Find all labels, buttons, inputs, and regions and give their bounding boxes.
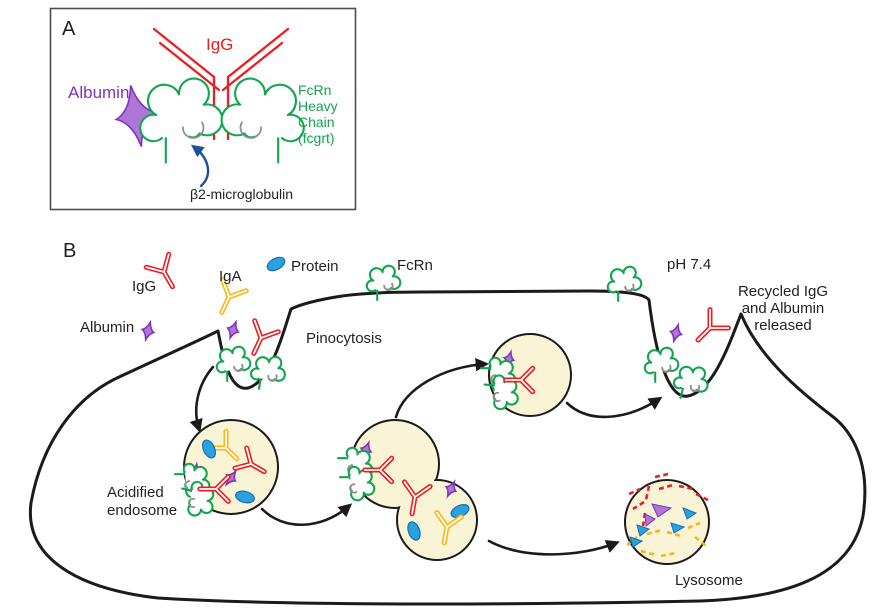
fcrn-label: FcRn <box>397 257 433 274</box>
acidified-endosome <box>173 419 279 521</box>
degraded-protein-fragments <box>629 507 698 548</box>
recycling-vesicle <box>479 333 572 417</box>
recycled-released-label: Recycled IgG and Albumin released <box>738 283 828 334</box>
igg-antibody-icon <box>689 310 729 350</box>
arrow-recycling-to-release <box>565 396 663 419</box>
svg-text:endosome: endosome <box>107 502 177 519</box>
albumin-label: Albumin <box>80 319 134 336</box>
panel-a-igg-label: IgG <box>206 35 233 54</box>
fcrn-receptor-icon <box>606 265 643 303</box>
lysosome-label: Lysosome <box>675 572 743 589</box>
panel-b-label: B <box>63 240 76 262</box>
lysosome-body <box>624 479 710 565</box>
panel-b: B IgG IgA Protein Albumin Pinocytosis Fc… <box>28 240 867 606</box>
degraded-albumin-fragments <box>644 503 673 527</box>
svg-text:(fcgrt): (fcgrt) <box>298 130 335 146</box>
beta2-microglobulin-label: β2-microglobulin <box>190 186 293 202</box>
svg-text:Acidified: Acidified <box>107 484 164 501</box>
panel-a-albumin-label: Albumin <box>68 83 129 102</box>
degraded-iga-fragments <box>626 521 707 558</box>
arrow-pit-to-endosome <box>189 365 215 433</box>
fcrn-receptor-icon <box>215 345 252 383</box>
ph-label: pH 7.4 <box>667 256 711 273</box>
panel-a-label: A <box>62 18 76 40</box>
albumin-diamond-icon <box>224 319 242 341</box>
pinocytosis-label: Pinocytosis <box>306 330 382 347</box>
svg-text:FcRn: FcRn <box>298 82 331 98</box>
protein-oval-icon <box>264 254 288 274</box>
svg-text:Recycled IgG: Recycled IgG <box>738 283 828 300</box>
fcrn-receptor-clover-icon <box>222 79 304 163</box>
beta2-pointer-arrow <box>190 144 210 188</box>
svg-text:released: released <box>754 317 812 334</box>
svg-text:and Albumin: and Albumin <box>742 300 825 317</box>
svg-text:Chain: Chain <box>298 114 335 130</box>
fcrn-receptor-icon <box>365 264 402 302</box>
degraded-igg-fragments <box>628 472 709 527</box>
albumin-diamond-icon <box>139 320 157 342</box>
fcrn-receptor-icon <box>247 352 289 394</box>
pinocytosis-pit <box>215 319 289 394</box>
cell-membrane <box>28 289 867 606</box>
iga-label: IgA <box>219 268 242 285</box>
panel-a-border <box>49 7 357 211</box>
acidified-endosome-label: Acidified endosome <box>107 484 177 519</box>
fcrn-receptor-clover-icon <box>140 79 222 163</box>
arrow-sorting-to-recycling <box>394 357 490 419</box>
igg-antibody-icon <box>242 321 278 359</box>
fcrn-heavy-chain-label: FcRn Heavy Chain (fcgrt) <box>298 82 338 146</box>
igg-label: IgG <box>132 278 156 295</box>
svg-text:Heavy: Heavy <box>298 98 338 114</box>
iga-antibody-icon <box>210 280 246 318</box>
sorting-endosome <box>336 419 478 561</box>
release-pit <box>643 310 729 405</box>
fcrn-receptor-icon <box>643 346 680 384</box>
panel-a: A IgG Albumin FcRn Heavy Chain (fcgrt) β… <box>49 7 357 211</box>
lysosome <box>624 472 710 565</box>
albumin-diamond-icon <box>667 322 685 344</box>
arrow-sorting-to-lysosome <box>487 539 620 556</box>
arrow-endosome-to-sorting <box>260 503 353 526</box>
protein-label: Protein <box>291 258 339 275</box>
